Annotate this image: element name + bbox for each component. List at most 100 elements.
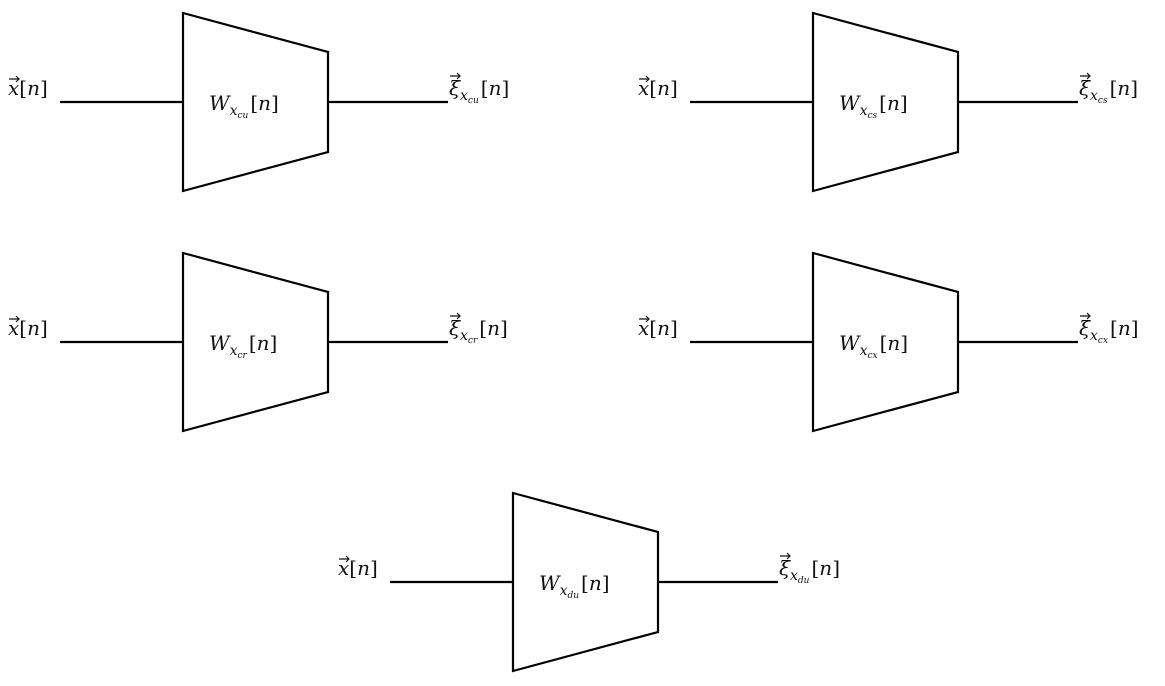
input-symbol: x: [638, 76, 649, 100]
bracket-close: ]: [500, 316, 508, 340]
output-label: ξxcs[n]: [1079, 76, 1138, 106]
bracket-open: [: [880, 331, 888, 355]
bracket-close: ]: [900, 91, 908, 115]
input-index: n: [27, 316, 40, 340]
output-index: n: [487, 316, 500, 340]
output-symbol: ξ: [779, 556, 791, 580]
vector-arrow-icon: [450, 312, 461, 320]
bracket-close: ]: [370, 556, 378, 580]
filter-index: n: [257, 331, 270, 355]
output-label: ξxdu[n]: [779, 556, 840, 586]
filter-index: n: [887, 91, 900, 115]
bracket-close: ]: [1131, 316, 1139, 340]
filter-trapezoid: [811, 251, 960, 433]
bracket-close: ]: [832, 556, 840, 580]
output-subsubscript: du: [798, 576, 810, 586]
filter-subsubscript: cu: [237, 111, 248, 121]
output-index: n: [489, 76, 502, 100]
block-cu: x[n]Wxcu[n]ξxcu[n]: [8, 11, 509, 193]
output-label: ξxcr[n]: [449, 316, 508, 346]
filter-trapezoid: [511, 491, 660, 673]
bracket-open: [: [349, 556, 357, 580]
bracket-close: ]: [270, 331, 278, 355]
output-symbol: ξ: [1079, 76, 1091, 100]
bracket-open: [: [249, 331, 257, 355]
input-index: n: [357, 556, 370, 580]
block-cr: x[n]Wxcr[n]ξxcr[n]: [8, 251, 508, 433]
input-index: n: [27, 76, 40, 100]
bracket-open: [: [649, 76, 657, 100]
input-symbol: x: [638, 316, 649, 340]
filter-symbol: W: [839, 91, 861, 115]
bracket-open: [: [250, 91, 258, 115]
filter-label: Wxcu[n]: [209, 91, 279, 121]
output-subscript: x: [1090, 88, 1098, 104]
output-symbol: ξ: [1079, 316, 1091, 340]
bracket-close: ]: [40, 76, 48, 100]
bracket-open: [: [879, 91, 887, 115]
filter-index: n: [589, 571, 602, 595]
bracket-close: ]: [602, 571, 610, 595]
bracket-close: ]: [670, 316, 678, 340]
input-label: x[n]: [638, 316, 678, 340]
input-label: x[n]: [338, 556, 378, 580]
filter-trapezoid: [181, 251, 330, 433]
filter-subsubscript: du: [567, 591, 579, 601]
filter-subscript: x: [230, 343, 238, 359]
output-index: n: [819, 556, 832, 580]
filter-index: n: [887, 331, 900, 355]
input-label: x[n]: [638, 76, 678, 100]
filter-subscript: x: [860, 103, 868, 119]
bracket-close: ]: [900, 331, 908, 355]
filter-subscript: x: [860, 343, 868, 359]
input-label: x[n]: [8, 316, 48, 340]
output-subsubscript: cs: [1098, 96, 1108, 106]
filter-symbol: W: [209, 91, 231, 115]
output-symbol: ξ: [449, 316, 461, 340]
vector-arrow-icon: [1080, 72, 1091, 80]
filter-subscript: x: [230, 103, 238, 119]
vector-arrow-icon: [9, 75, 20, 83]
output-index: n: [1118, 316, 1131, 340]
filter-subscript: x: [560, 583, 568, 599]
output-label: ξxcu[n]: [449, 76, 509, 106]
output-subsubscript: cu: [468, 96, 479, 106]
input-symbol: x: [8, 76, 19, 100]
filter-label: Wxcr[n]: [209, 331, 277, 361]
input-index: n: [657, 76, 670, 100]
filter-subsubscript: cx: [867, 351, 877, 361]
bracket-open: [: [811, 556, 819, 580]
bracket-close: ]: [501, 76, 509, 100]
output-subsubscript: cr: [468, 336, 478, 346]
filter-symbol: W: [539, 571, 561, 595]
output-label: ξxcx[n]: [1079, 316, 1139, 346]
filter-label: Wxcs[n]: [839, 91, 908, 121]
bracket-close: ]: [40, 316, 48, 340]
input-index: n: [657, 316, 670, 340]
bracket-open: [: [479, 316, 487, 340]
vector-arrow-icon: [450, 72, 461, 80]
output-subscript: x: [1090, 328, 1098, 344]
input-label: x[n]: [8, 76, 48, 100]
bracket-open: [: [19, 316, 27, 340]
block-cx: x[n]Wxcx[n]ξxcx[n]: [638, 251, 1139, 433]
input-symbol: x: [338, 556, 349, 580]
filter-symbol: W: [209, 331, 231, 355]
bracket-close: ]: [271, 91, 279, 115]
filter-symbol: W: [839, 331, 861, 355]
output-subscript: x: [460, 88, 468, 104]
filter-label: Wxcx[n]: [839, 331, 908, 361]
bracket-open: [: [1110, 316, 1118, 340]
vector-arrow-icon: [339, 555, 350, 563]
output-subsubscript: cx: [1098, 336, 1108, 346]
bracket-open: [: [481, 76, 489, 100]
bracket-open: [: [1110, 76, 1118, 100]
output-subscript: x: [460, 328, 468, 344]
filter-subsubscript: cs: [867, 111, 877, 121]
filter-trapezoid: [811, 11, 960, 193]
bracket-close: ]: [670, 76, 678, 100]
vector-arrow-icon: [9, 315, 20, 323]
output-subscript: x: [790, 568, 798, 584]
bracket-close: ]: [1130, 76, 1138, 100]
